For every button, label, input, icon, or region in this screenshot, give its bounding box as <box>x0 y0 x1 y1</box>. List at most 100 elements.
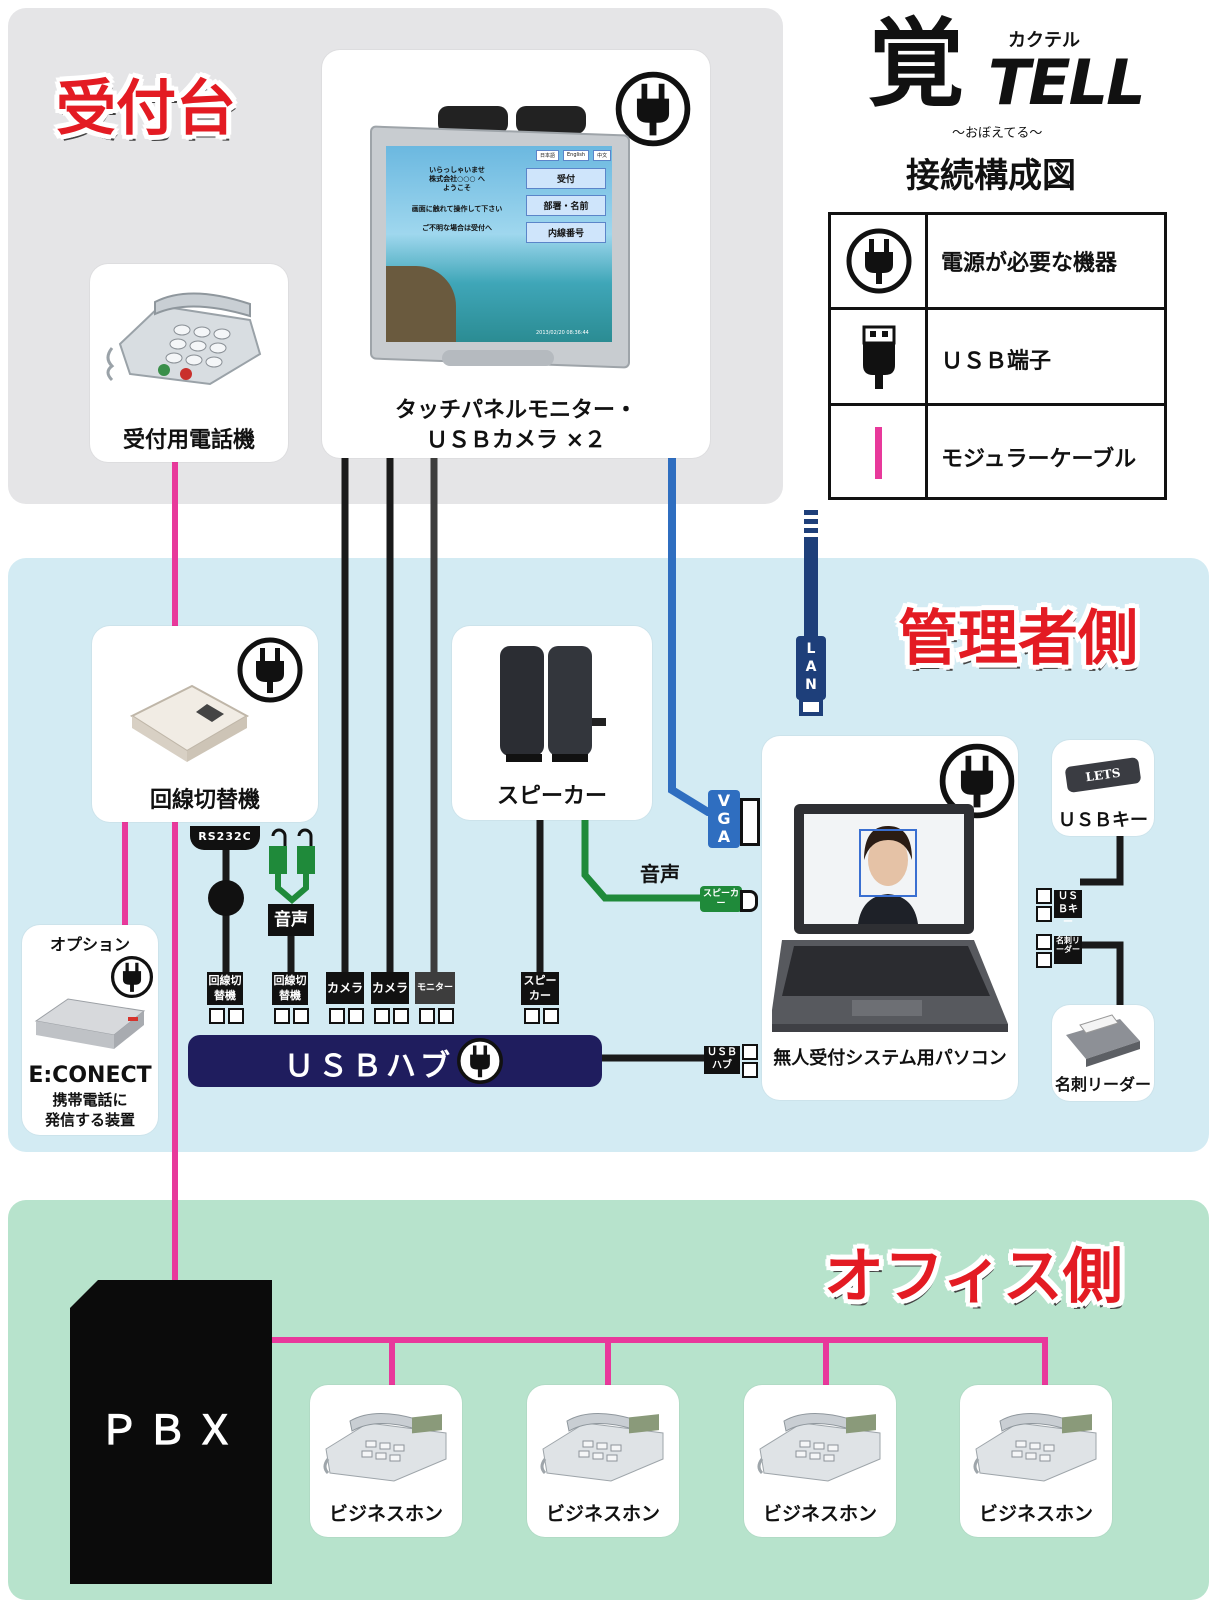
screen-hint-1: 画面に触れて操作して下さい <box>411 205 503 213</box>
usb-cables <box>222 458 1124 1062</box>
business-phone-label-1: ビジネスホン <box>328 1503 443 1525</box>
hub-port-label-line-switcher-2: 回線切替機 <box>272 972 308 1005</box>
reception-phone-label: 受付用電話機 <box>122 428 255 453</box>
rs232c-connector: RS232C <box>190 826 260 850</box>
speaker-card: スピーカー <box>452 626 652 820</box>
reception-phone-card: 受付用電話機 <box>90 264 288 462</box>
pc-label: 無人受付システム用パソコン <box>773 1048 1007 1069</box>
power-plug-icon <box>457 1038 503 1084</box>
card-reader-label: 名刺リーダー <box>1054 1075 1151 1094</box>
pc-card-reader-port-label: 名刺リーダー <box>1054 936 1082 964</box>
speaker-label: スピーカー <box>496 784 607 809</box>
econect-device-icon <box>34 998 146 1049</box>
pc-usb-hub-port <box>742 1044 758 1078</box>
hub-port-label-speaker: スピーカー <box>521 972 559 1005</box>
hub-port-camera-2 <box>374 1008 409 1024</box>
usb-camera-right <box>516 106 586 134</box>
business-phone-2: ビジネスホン <box>527 1385 679 1537</box>
legend: 電源が必要な機器 ＵＳＢ端子 モジュラーケーブル <box>828 212 1167 500</box>
monitor-card: 日本語 English 中文 いらっしゃいませ 株式会社○○○ へ ようこそ 画… <box>322 50 710 458</box>
pc-usb-key-port-label: ＵＳＢキー <box>1054 890 1082 928</box>
zone-title-admin: 管理者側 <box>898 604 1138 674</box>
hub-port-label-camera-1: カメラ <box>326 972 364 1004</box>
laptop-icon <box>772 804 1008 1032</box>
hub-port-monitor <box>419 1008 454 1024</box>
hub-port-label-camera-2: カメラ <box>371 972 409 1004</box>
business-phone-label-3: ビジネスホン <box>762 1503 877 1525</box>
power-plug-icon <box>110 955 154 999</box>
screen-welcome-1: いらっしゃいませ <box>429 166 485 174</box>
screen-button-reception[interactable]: 受付 <box>526 168 606 189</box>
business-phone-icon <box>973 1412 1097 1482</box>
pbx-label: ＰＢＸ <box>99 1408 243 1454</box>
lang-tab-zh[interactable]: 中文 <box>593 150 612 161</box>
audio-cable <box>581 820 703 902</box>
screen-button-extension[interactable]: 内線番号 <box>526 222 606 243</box>
business-phone-label-4: ビジネスホン <box>978 1503 1093 1525</box>
pbx-box: ＰＢＸ <box>70 1280 272 1584</box>
usb-key-icon: LETS <box>1064 756 1142 794</box>
power-plug-icon <box>939 743 1015 819</box>
vga-connector: VGA <box>708 790 740 848</box>
business-phone-icon <box>323 1412 447 1482</box>
audio-label: 音声 <box>274 910 308 930</box>
lan-connector: LAN <box>796 636 826 700</box>
monitor-screen: 日本語 English 中文 いらっしゃいませ 株式会社○○○ へ ようこそ 画… <box>386 146 612 342</box>
line-switcher-label: 回線切替機 <box>149 788 260 813</box>
line-switcher-card: 回線切替機 <box>92 626 318 822</box>
hub-port-speaker <box>524 1008 559 1024</box>
usb-key-card: LETS ＵＳＢキー <box>1052 740 1154 836</box>
screen-clock: 2013/02/20 08:36:44 <box>536 330 589 336</box>
business-phone-icon <box>757 1412 881 1482</box>
business-phone-4: ビジネスホン <box>960 1385 1112 1537</box>
hub-port-label-monitor: モニター <box>415 972 455 1004</box>
logo-reading: カクテル <box>1008 30 1080 51</box>
econect-label: E:CONECT <box>28 1063 152 1088</box>
lan-label: LAN <box>805 641 817 693</box>
rs232c-label: RS232C <box>198 830 252 843</box>
legend-power-label: 電源が必要な機器 <box>941 251 1118 276</box>
pc-card: 無人受付システム用パソコン <box>762 736 1018 1100</box>
usb-connector-icon <box>862 325 896 389</box>
monitor-stand <box>442 350 554 366</box>
business-phone-icon <box>540 1412 664 1482</box>
legend-usb-label: ＵＳＢ端子 <box>941 349 1052 374</box>
business-phone-1: ビジネスホン <box>310 1385 462 1537</box>
usb-key-brand: LETS <box>1084 765 1122 785</box>
audio-connector-icon <box>269 828 315 904</box>
business-phone-label-2: ビジネスホン <box>545 1503 660 1525</box>
power-plug-icon <box>615 71 691 147</box>
logo-tell: TELL <box>988 46 1146 119</box>
lang-tab-ja[interactable]: 日本語 <box>536 150 560 161</box>
vga-cable <box>668 458 718 816</box>
lan-cable <box>799 510 823 716</box>
telephone-icon <box>106 292 262 386</box>
hub-port-camera-1 <box>329 1008 364 1024</box>
pc-card-reader-port <box>1036 934 1052 968</box>
lang-tab-en[interactable]: English <box>563 150 590 161</box>
modular-cable-icon <box>875 427 882 479</box>
power-plug-icon <box>237 637 303 703</box>
vga-label: VGA <box>717 791 731 846</box>
zone-title-reception: 受付台 <box>56 74 236 144</box>
speaker-jack-label: スピーカー <box>703 889 740 909</box>
pc-usb-hub-port-label: ＵＳＢハブ <box>704 1046 740 1074</box>
hub-port-line-switcher-1 <box>209 1008 244 1024</box>
pc-usb-key-port <box>1036 888 1052 922</box>
speaker-jack: スピーカー <box>700 886 742 912</box>
audio-label-box: 音声 <box>268 904 314 936</box>
business-phone-3: ビジネスホン <box>744 1385 896 1537</box>
screen-button-department[interactable]: 部署・名前 <box>526 195 606 216</box>
diagram-title: 接続構成図 <box>906 156 1076 196</box>
hub-port-line-switcher-2 <box>274 1008 309 1024</box>
card-reader-card: 名刺リーダー <box>1052 1005 1154 1101</box>
option-label: オプション <box>49 935 130 954</box>
line-switcher-device-icon <box>129 684 250 762</box>
rs232c-ferrite <box>208 880 244 916</box>
modular-cables <box>122 462 1048 1385</box>
legend-modular-label: モジュラーケーブル <box>941 447 1137 472</box>
monitor-label-line1: タッチパネルモニター・ <box>394 398 637 423</box>
screen-hint-2: ご不明な場合は受付へ <box>422 224 492 232</box>
screen-welcome-2: 株式会社○○○ へ <box>429 175 485 183</box>
econect-card: オプション E:CONECT 携帯電話に 発信する装置 <box>22 925 158 1135</box>
